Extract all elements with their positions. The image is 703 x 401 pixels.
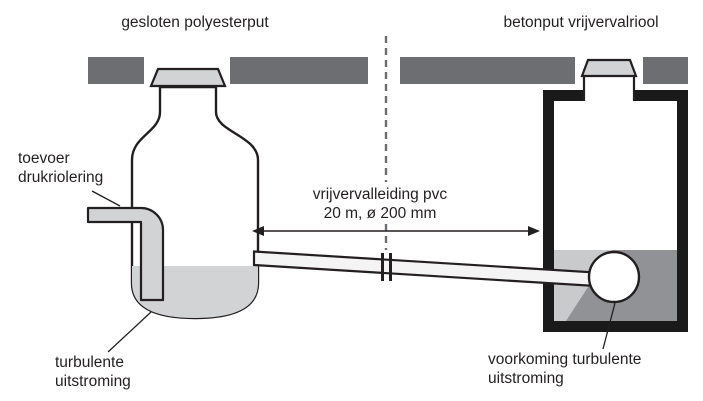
inflow-pipe-elbow	[86, 206, 165, 302]
label-outflow-right-line1: voorkoming turbulente	[488, 351, 641, 368]
label-gravity-pipe-line2: 20 m, ø 200 mm	[324, 205, 437, 222]
submerged-outlet-opening	[587, 250, 641, 304]
label-gravity-pipe-line1: vrijvervalleiding pvc	[313, 186, 448, 203]
label-outflow-right-line2: uitstroming	[488, 370, 564, 387]
label-inflow-line2: drukriolering	[18, 169, 103, 186]
label-outflow-left-line2: uitstroming	[55, 373, 131, 390]
pointer-line-outflow-left	[107, 311, 152, 353]
label-inflow-line1: toevoer	[18, 150, 70, 167]
concrete-tank-cap	[580, 58, 638, 78]
distance-arrow-head-left	[252, 226, 264, 236]
ground-band-right	[400, 57, 688, 84]
pointer-line-inflow	[91, 190, 121, 207]
label-outflow-left-line1: turbulente	[55, 354, 124, 371]
title-left: gesloten polyesterput	[121, 14, 269, 31]
pointer-line-outflow-right	[602, 302, 616, 350]
distance-arrow-head-right	[528, 226, 540, 236]
title-right: betonput vrijvervalriool	[503, 14, 658, 31]
concrete-tank-neck	[584, 74, 634, 102]
polyester-tank-cap	[149, 67, 227, 88]
